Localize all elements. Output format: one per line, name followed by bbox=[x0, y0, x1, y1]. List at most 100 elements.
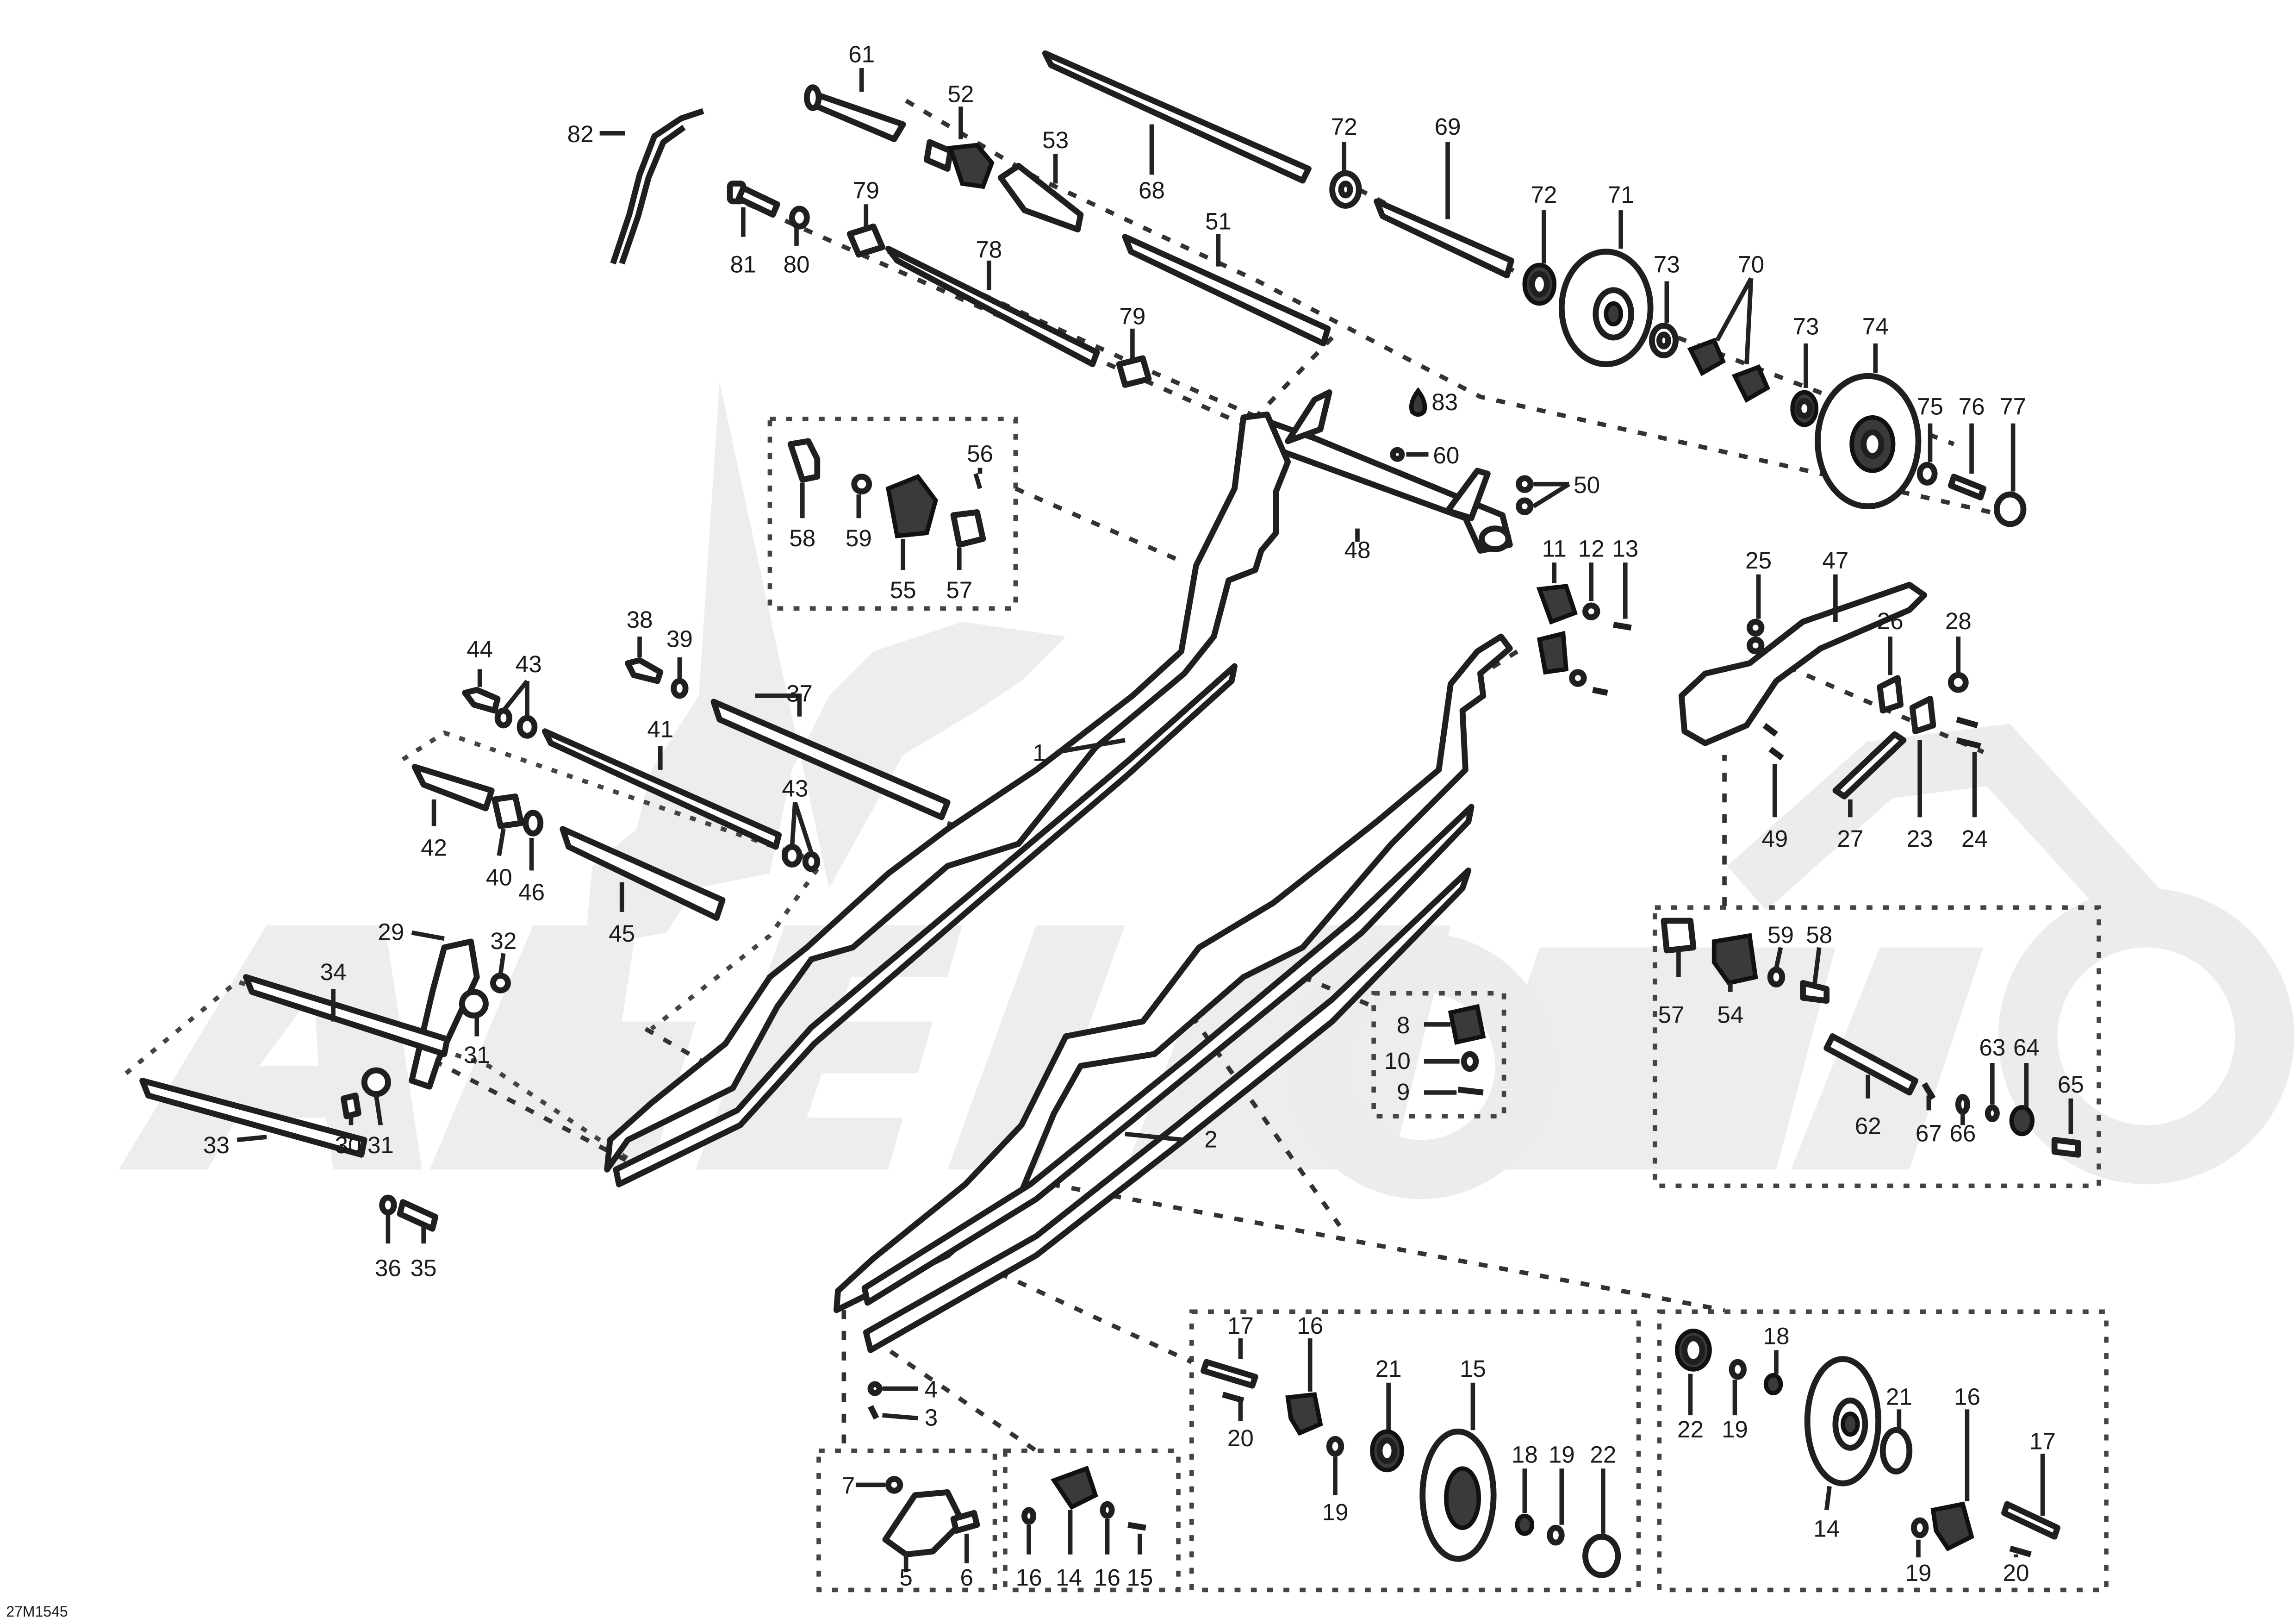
callout-71: 71 bbox=[1608, 181, 1634, 208]
callout-11: 11 bbox=[1542, 535, 1567, 562]
part-25-nuts bbox=[1747, 618, 1765, 655]
part-78-shaft bbox=[885, 245, 1100, 368]
callout-39: 39 bbox=[666, 625, 693, 652]
part-32-nut bbox=[490, 972, 511, 993]
callout-72: 72 bbox=[1531, 181, 1557, 208]
part-19-nut-b bbox=[1547, 1524, 1565, 1546]
callout-61: 61 bbox=[848, 41, 875, 67]
part-19-nut bbox=[1326, 1436, 1344, 1457]
part-24-screws bbox=[1956, 716, 1981, 749]
part-49-bolts bbox=[1762, 723, 1784, 761]
part-62-pin bbox=[1823, 1033, 1918, 1096]
part-65-bolt bbox=[2051, 1137, 2081, 1158]
callout-25: 25 bbox=[1745, 547, 1772, 574]
part-74-wheel bbox=[1815, 373, 1922, 510]
part-2-right-rail bbox=[833, 633, 1513, 1353]
part-56-pin bbox=[973, 473, 983, 489]
callout-83-oil: 83 bbox=[1431, 389, 1458, 415]
drawing-code: 27M1545 bbox=[6, 1603, 68, 1620]
callout-14-wheel: 14 bbox=[1813, 1515, 1840, 1542]
part-61-sleeve bbox=[804, 84, 906, 142]
part-22-cap bbox=[1582, 1533, 1621, 1578]
part-21-bearing-b bbox=[1879, 1427, 1913, 1475]
detail-box-stopper-small bbox=[1003, 1449, 1181, 1593]
callout-22-outer: 22 bbox=[1590, 1441, 1616, 1468]
detail-box-bracket bbox=[816, 1449, 997, 1593]
part-4-washer bbox=[867, 1381, 883, 1396]
part-16-washer-small bbox=[1021, 1507, 1037, 1525]
callout-20-outer: 20 bbox=[1227, 1425, 1254, 1451]
part-58-bolt-b bbox=[1800, 980, 1830, 1004]
part-3-screw bbox=[868, 1405, 879, 1420]
part-30-bolt bbox=[341, 1092, 361, 1119]
callout-14-small: 14 bbox=[1056, 1564, 1082, 1591]
callout-80: 80 bbox=[784, 251, 810, 277]
part-52-pulley-bracket bbox=[924, 139, 995, 189]
callout-60: 60 bbox=[1433, 442, 1459, 468]
callout-17-outer: 17 bbox=[1227, 1312, 1254, 1339]
part-60-grease-fitting bbox=[1390, 447, 1405, 462]
callout-42: 42 bbox=[421, 834, 447, 861]
callout-17-inner: 17 bbox=[2029, 1428, 2056, 1455]
callout-65: 65 bbox=[2058, 1071, 2084, 1098]
callout-31-bottom: 31 bbox=[367, 1132, 394, 1158]
callout-16-outer: 16 bbox=[1297, 1312, 1323, 1339]
part-21-bearing bbox=[1370, 1429, 1404, 1473]
callout-82: 82 bbox=[567, 121, 594, 147]
part-5-bracket bbox=[882, 1489, 965, 1558]
callout-22-inner: 22 bbox=[1677, 1416, 1704, 1443]
callout-58-detail-b: 58 bbox=[1806, 922, 1832, 948]
leader-lines bbox=[236, 68, 2073, 1573]
callout-40: 40 bbox=[486, 864, 512, 890]
part-12-washers bbox=[1569, 602, 1600, 687]
callout-37: 37 bbox=[786, 681, 813, 707]
callout-52: 52 bbox=[948, 81, 974, 107]
part-28-nut bbox=[1948, 672, 1969, 693]
part-9-screw bbox=[1457, 1087, 1484, 1096]
callout-9: 9 bbox=[1397, 1079, 1410, 1105]
part-53-spacer bbox=[997, 162, 1084, 233]
callout-15-screw: 15 bbox=[1126, 1564, 1153, 1591]
callout-38: 38 bbox=[627, 606, 653, 633]
callout-48: 48 bbox=[1344, 537, 1371, 563]
callout-33: 33 bbox=[203, 1132, 230, 1158]
part-38-bolt bbox=[625, 657, 664, 684]
part-14-stopper bbox=[1051, 1466, 1098, 1510]
part-51-shaft bbox=[1122, 234, 1331, 347]
callout-49: 49 bbox=[1761, 825, 1788, 852]
part-59-washer-b bbox=[1767, 967, 1786, 987]
part-18-washer-b bbox=[1763, 1373, 1783, 1395]
part-19-nut-c bbox=[1729, 1359, 1747, 1380]
callout-79-bottom: 79 bbox=[1119, 303, 1145, 329]
callout-16-small-a: 16 bbox=[1016, 1564, 1042, 1591]
part-19-nut-d bbox=[1910, 1517, 1929, 1538]
part-34-shaft bbox=[243, 974, 450, 1057]
part-55-bushing-block bbox=[885, 474, 938, 538]
callout-18-outer: 18 bbox=[1512, 1441, 1538, 1468]
part-77-cap bbox=[1994, 491, 2027, 527]
part-75-washer bbox=[1916, 462, 1938, 486]
callout-4: 4 bbox=[925, 1376, 938, 1403]
oil-drop-icon bbox=[1409, 387, 1427, 417]
detail-box-idler-pivot bbox=[1652, 905, 2101, 1188]
callout-28: 28 bbox=[1945, 608, 1972, 634]
callout-1: 1 bbox=[1033, 740, 1045, 766]
callout-30: 30 bbox=[335, 1132, 361, 1158]
part-82-spring-clip bbox=[610, 108, 704, 265]
callout-20-inner: 20 bbox=[2003, 1560, 2029, 1586]
part-67-clip bbox=[1922, 1082, 1936, 1100]
callout-70: 70 bbox=[1738, 251, 1764, 277]
callout-24: 24 bbox=[1961, 825, 1988, 852]
callout-57-detail-a: 57 bbox=[946, 577, 972, 603]
part-79-bushing-lower bbox=[1116, 355, 1152, 388]
callout-69: 69 bbox=[1435, 113, 1461, 140]
part-31-washer-bottom bbox=[361, 1067, 391, 1097]
callout-19-inner-b: 19 bbox=[1905, 1560, 1932, 1586]
part-14-wheel bbox=[1804, 1356, 1882, 1487]
part-1-left-rail bbox=[604, 411, 1291, 1187]
callout-72-top: 72 bbox=[1331, 113, 1357, 140]
part-16-axle-holder bbox=[1285, 1392, 1323, 1436]
part-11-stopper-top bbox=[1536, 584, 1578, 625]
part-64-washer bbox=[2009, 1105, 2035, 1137]
callout-19-outer-a: 19 bbox=[1322, 1499, 1349, 1525]
